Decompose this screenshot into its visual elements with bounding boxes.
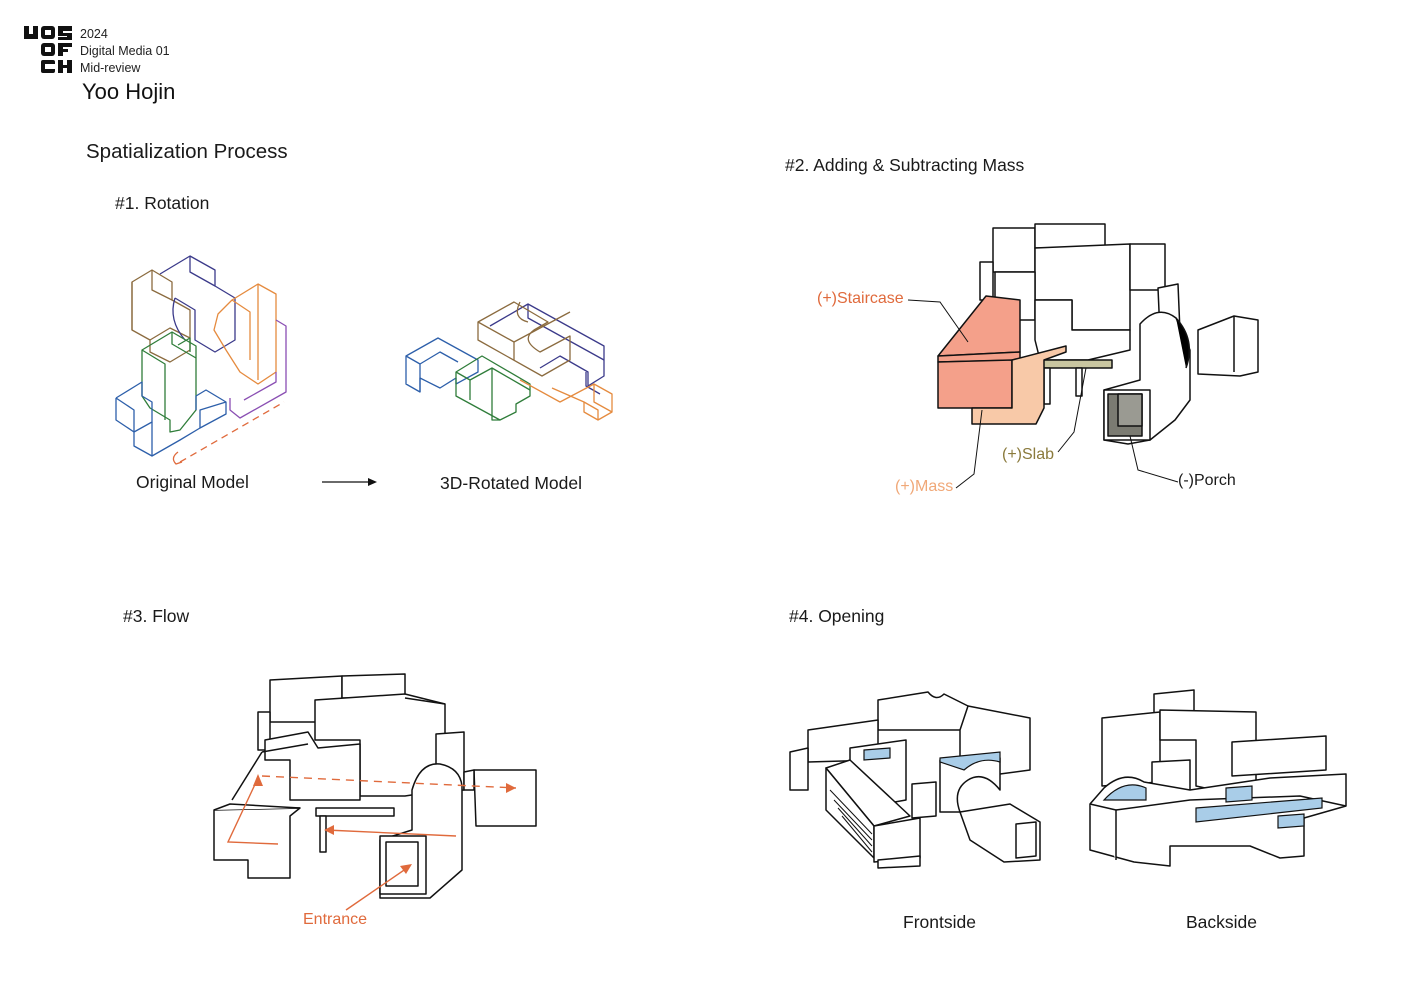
page-title: Spatialization Process [86,140,288,163]
staircase-label: (+)Staircase [817,290,904,307]
school-logo [24,26,72,73]
mass-title: #2. Adding & Subtracting Mass [785,155,1025,175]
frontside-label: Frontside [903,912,976,932]
entrance-label: Entrance [303,911,368,928]
original-model-label: Original Model [136,472,249,492]
rotated-model-label: 3D-Rotated Model [440,473,583,493]
flow-title: #3. Flow [123,606,190,626]
header-meta: 2024 Digital Media 01 Mid-review [80,26,170,77]
author-name: Yoo Hojin [82,79,176,104]
year-text: 2024 [80,27,108,41]
opening-title: #4. Opening [789,606,885,626]
rotation-title: #1. Rotation [115,193,210,213]
slab-label: (+)Slab [1002,446,1055,463]
porch-label: (-)Porch [1178,472,1236,489]
mass-label: (+)Mass [895,478,954,495]
review-text: Mid-review [80,61,141,75]
course-text: Digital Media 01 [80,44,170,58]
backside-label: Backside [1186,912,1258,932]
